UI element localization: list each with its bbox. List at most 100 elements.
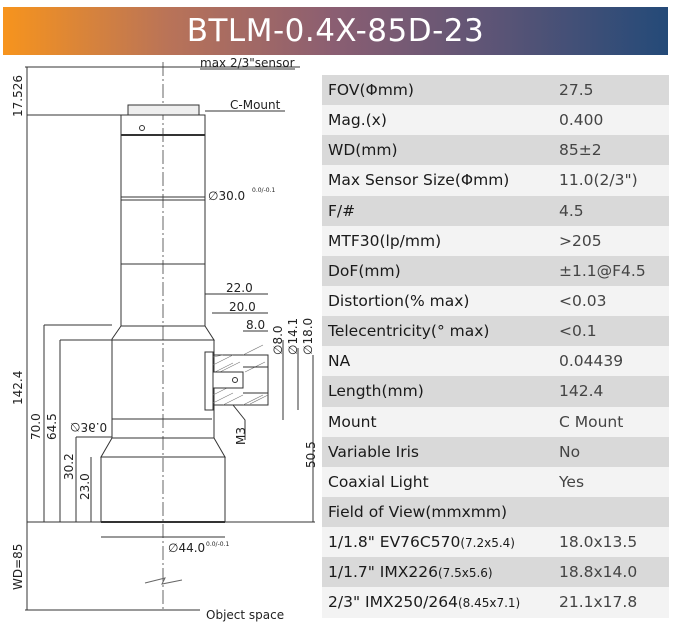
sensor-size: (7.5x5.6) bbox=[437, 566, 493, 581]
dim-50-5: 50.5 bbox=[304, 441, 318, 468]
spec-label: Mag.(x) bbox=[322, 111, 559, 129]
spec-value: Yes bbox=[559, 472, 585, 491]
spec-label-text: Length(mm) bbox=[328, 382, 424, 401]
spec-label-text: Coaxial Light bbox=[328, 472, 429, 491]
spec-label-text: WD(mm) bbox=[328, 141, 398, 160]
spec-value: 11.0(2/3") bbox=[559, 171, 638, 190]
spec-value: >205 bbox=[559, 231, 602, 250]
spec-row: 1/1.8" EV76C570(7.2x5.4)18.0x13.5 bbox=[322, 527, 669, 558]
spec-value: ±1.1@F4.5 bbox=[559, 261, 646, 280]
spec-label-text: MTF30(lp/mm) bbox=[328, 231, 442, 250]
spec-label: Mount bbox=[322, 413, 559, 431]
spec-label: F/# bbox=[322, 202, 559, 220]
spec-label: Max Sensor Size(Φmm) bbox=[322, 171, 559, 189]
dim-dia-8: ∅8.0 bbox=[271, 325, 285, 355]
spec-value: 0.04439 bbox=[559, 352, 624, 371]
spec-row: WD(mm) 85±2 bbox=[322, 135, 669, 166]
dim-30-2: 30.2 bbox=[62, 453, 76, 480]
spec-label: 2/3" IMX250/264(8.45x7.1) bbox=[322, 593, 559, 611]
spec-label: FOV(Φmm) bbox=[322, 81, 559, 99]
spec-row: Max Sensor Size(Φmm) 11.0(2/3") bbox=[322, 165, 669, 196]
spec-label: DoF(mm) bbox=[322, 262, 559, 280]
spec-value: 0.400 bbox=[559, 111, 604, 130]
dim-22: 22.0 bbox=[226, 281, 253, 295]
spec-label: 1/1.8" EV76C570(7.2x5.4) bbox=[322, 533, 559, 551]
spec-label-text: 2/3" IMX250/264 bbox=[328, 593, 458, 612]
spec-label-text: F/# bbox=[328, 201, 356, 220]
title-banner: BTLM-0.4X-85D-23 bbox=[3, 7, 668, 55]
spec-row: Mount C Mount bbox=[322, 406, 669, 437]
dim-8: 8.0 bbox=[246, 318, 265, 332]
spec-label: Distortion(% max) bbox=[322, 292, 559, 310]
spec-label: Field of View(mmxmm) bbox=[322, 503, 559, 521]
dim-20: 20.0 bbox=[229, 300, 256, 314]
spec-label: WD(mm) bbox=[322, 141, 559, 159]
spec-label: Telecentricity(° max) bbox=[322, 322, 559, 340]
spec-row: MTF30(lp/mm) >205 bbox=[322, 225, 669, 256]
spec-label: Variable Iris bbox=[322, 443, 559, 461]
m3-label: M3 bbox=[234, 427, 248, 445]
spec-label: Length(mm) bbox=[322, 382, 559, 400]
spec-value: 85±2 bbox=[559, 141, 602, 160]
product-title: BTLM-0.4X-85D-23 bbox=[186, 13, 485, 49]
spec-row: Mag.(x) 0.400 bbox=[322, 105, 669, 136]
spec-label-text: FOV(Φmm) bbox=[328, 81, 414, 100]
spec-value: C Mount bbox=[559, 412, 624, 431]
spec-label-text: NA bbox=[328, 352, 351, 371]
sensor-label: max 2/3"sensor bbox=[200, 56, 295, 70]
spec-label: MTF30(lp/mm) bbox=[322, 232, 559, 250]
spec-row: Variable Iris No bbox=[322, 436, 669, 467]
spec-row: DoF(mm) ±1.1@F4.5 bbox=[322, 255, 669, 286]
dim-70: 70.0 bbox=[29, 413, 43, 440]
spec-row: Coaxial Light Yes bbox=[322, 466, 669, 497]
sensor-size: (7.2x5.4) bbox=[460, 536, 515, 551]
dim-dia-36: ∅36.0 bbox=[70, 420, 107, 434]
spec-label-text: 1/1.8" EV76C570 bbox=[328, 533, 461, 552]
dim-dia-44: ∅44.0 bbox=[168, 541, 205, 555]
spec-row: Length(mm) 142.4 bbox=[322, 376, 669, 407]
spec-label-text: Distortion(% max) bbox=[328, 292, 470, 311]
spec-label-text: Mount bbox=[328, 412, 377, 431]
dim-142-4: 142.4 bbox=[11, 371, 25, 405]
spec-label: NA bbox=[322, 352, 559, 370]
spec-label-text: Telecentricity(° max) bbox=[328, 322, 490, 341]
dim-64-5: 64.5 bbox=[45, 413, 59, 440]
spec-label-text: Mag.(x) bbox=[328, 111, 387, 130]
spec-row: Telecentricity(° max) <0.1 bbox=[322, 316, 669, 347]
spec-value: No bbox=[559, 442, 581, 461]
spec-row: FOV(Φmm) 27.5 bbox=[322, 75, 669, 106]
spec-value: 4.5 bbox=[559, 201, 584, 220]
spec-value: 21.1x17.8 bbox=[559, 593, 638, 612]
spec-row: 2/3" IMX250/264(8.45x7.1)21.1x17.8 bbox=[322, 587, 669, 618]
object-space-label: Object space bbox=[206, 608, 284, 622]
sensor-size: (8.45x7.1) bbox=[457, 596, 521, 611]
spec-row: NA 0.04439 bbox=[322, 346, 669, 377]
spec-value: 142.4 bbox=[559, 382, 604, 401]
dim-17-526: 17.526 bbox=[11, 75, 25, 117]
dim-dia-18: ∅18.0 bbox=[301, 318, 315, 355]
dim-dia-14: ∅14.1 bbox=[286, 318, 300, 355]
spec-label: Coaxial Light bbox=[322, 473, 559, 491]
spec-label-text: Field of View(mmxmm) bbox=[328, 503, 508, 522]
spec-label-text: Max Sensor Size(Φmm) bbox=[328, 171, 510, 190]
spec-label: 1/1.7" IMX226(7.5x5.6) bbox=[322, 563, 559, 581]
spec-row: Distortion(% max) <0.03 bbox=[322, 285, 669, 317]
spec-row: 1/1.7" IMX226(7.5x5.6)18.8x14.0 bbox=[322, 557, 669, 588]
c-mount-label: C-Mount bbox=[230, 98, 281, 112]
spec-value: 18.0x13.5 bbox=[559, 533, 638, 552]
spec-value: <0.03 bbox=[559, 292, 607, 311]
spec-row: F/# 4.5 bbox=[322, 195, 669, 226]
spec-row: Field of View(mmxmm) bbox=[322, 496, 669, 528]
spec-value: <0.1 bbox=[559, 322, 597, 341]
spec-label-text: 1/1.7" IMX226 bbox=[328, 563, 438, 582]
spec-value: 27.5 bbox=[559, 81, 594, 100]
dim-dia-30-tolerance: 0.0/-0.1 bbox=[252, 187, 275, 194]
dim-dia-44-tolerance: 0.0/-0.1 bbox=[206, 541, 229, 548]
dim-23: 23.0 bbox=[78, 473, 92, 500]
spec-label-text: Variable Iris bbox=[328, 442, 420, 461]
dim-wd: WD=85 bbox=[11, 544, 25, 590]
lens-dimension-drawing: max 2/3"sensor C-Mount Object space 17.5… bbox=[11, 56, 318, 622]
spec-label-text: DoF(mm) bbox=[328, 261, 401, 280]
dim-dia-30: ∅30.0 bbox=[208, 189, 245, 203]
